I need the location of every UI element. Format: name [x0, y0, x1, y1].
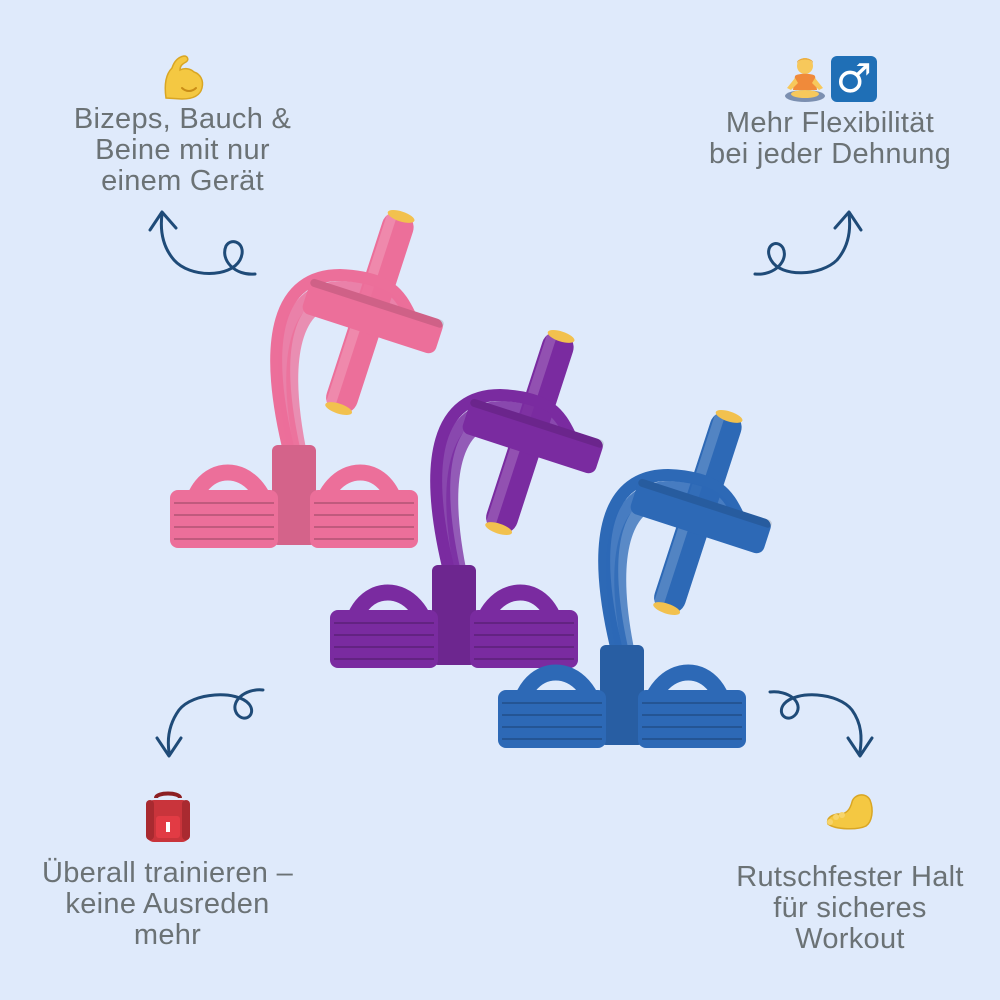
feature-top-right: ♂ Mehr Flexibilität bei jeder Dehnung [680, 56, 980, 170]
person-in-lotus-position-icon [785, 58, 825, 102]
feature-label: Bizeps, Bauch & Beine mit nur einem Gerä… [73, 103, 292, 197]
curly-arrow-top-left [148, 210, 257, 276]
feature-label: Rutschfester Halt für sicheres Workout [736, 861, 964, 955]
feature-label: Überall trainieren – keine Ausreden mehr [41, 857, 293, 951]
feature-top-left: Bizeps, Bauch & Beine mit nur einem Gerä… [40, 52, 325, 197]
pink-band [170, 207, 445, 548]
curly-arrow-bottom-left [155, 688, 265, 758]
feature-bottom-right: Rutschfester Halt für sicheres Workout [700, 788, 1000, 955]
foot-icon [826, 794, 873, 830]
flexed-biceps-icon [164, 55, 203, 100]
blue-band [498, 407, 773, 748]
backpack-icon [145, 791, 190, 842]
male-sign-icon: ♂ [831, 56, 877, 102]
feature-label: Mehr Flexibilität bei jeder Dehnung [708, 107, 952, 170]
curly-arrow-bottom-right [768, 690, 874, 758]
feature-bottom-left: Überall trainieren – keine Ausreden mehr [15, 790, 320, 951]
curly-arrow-top-right [753, 210, 863, 276]
